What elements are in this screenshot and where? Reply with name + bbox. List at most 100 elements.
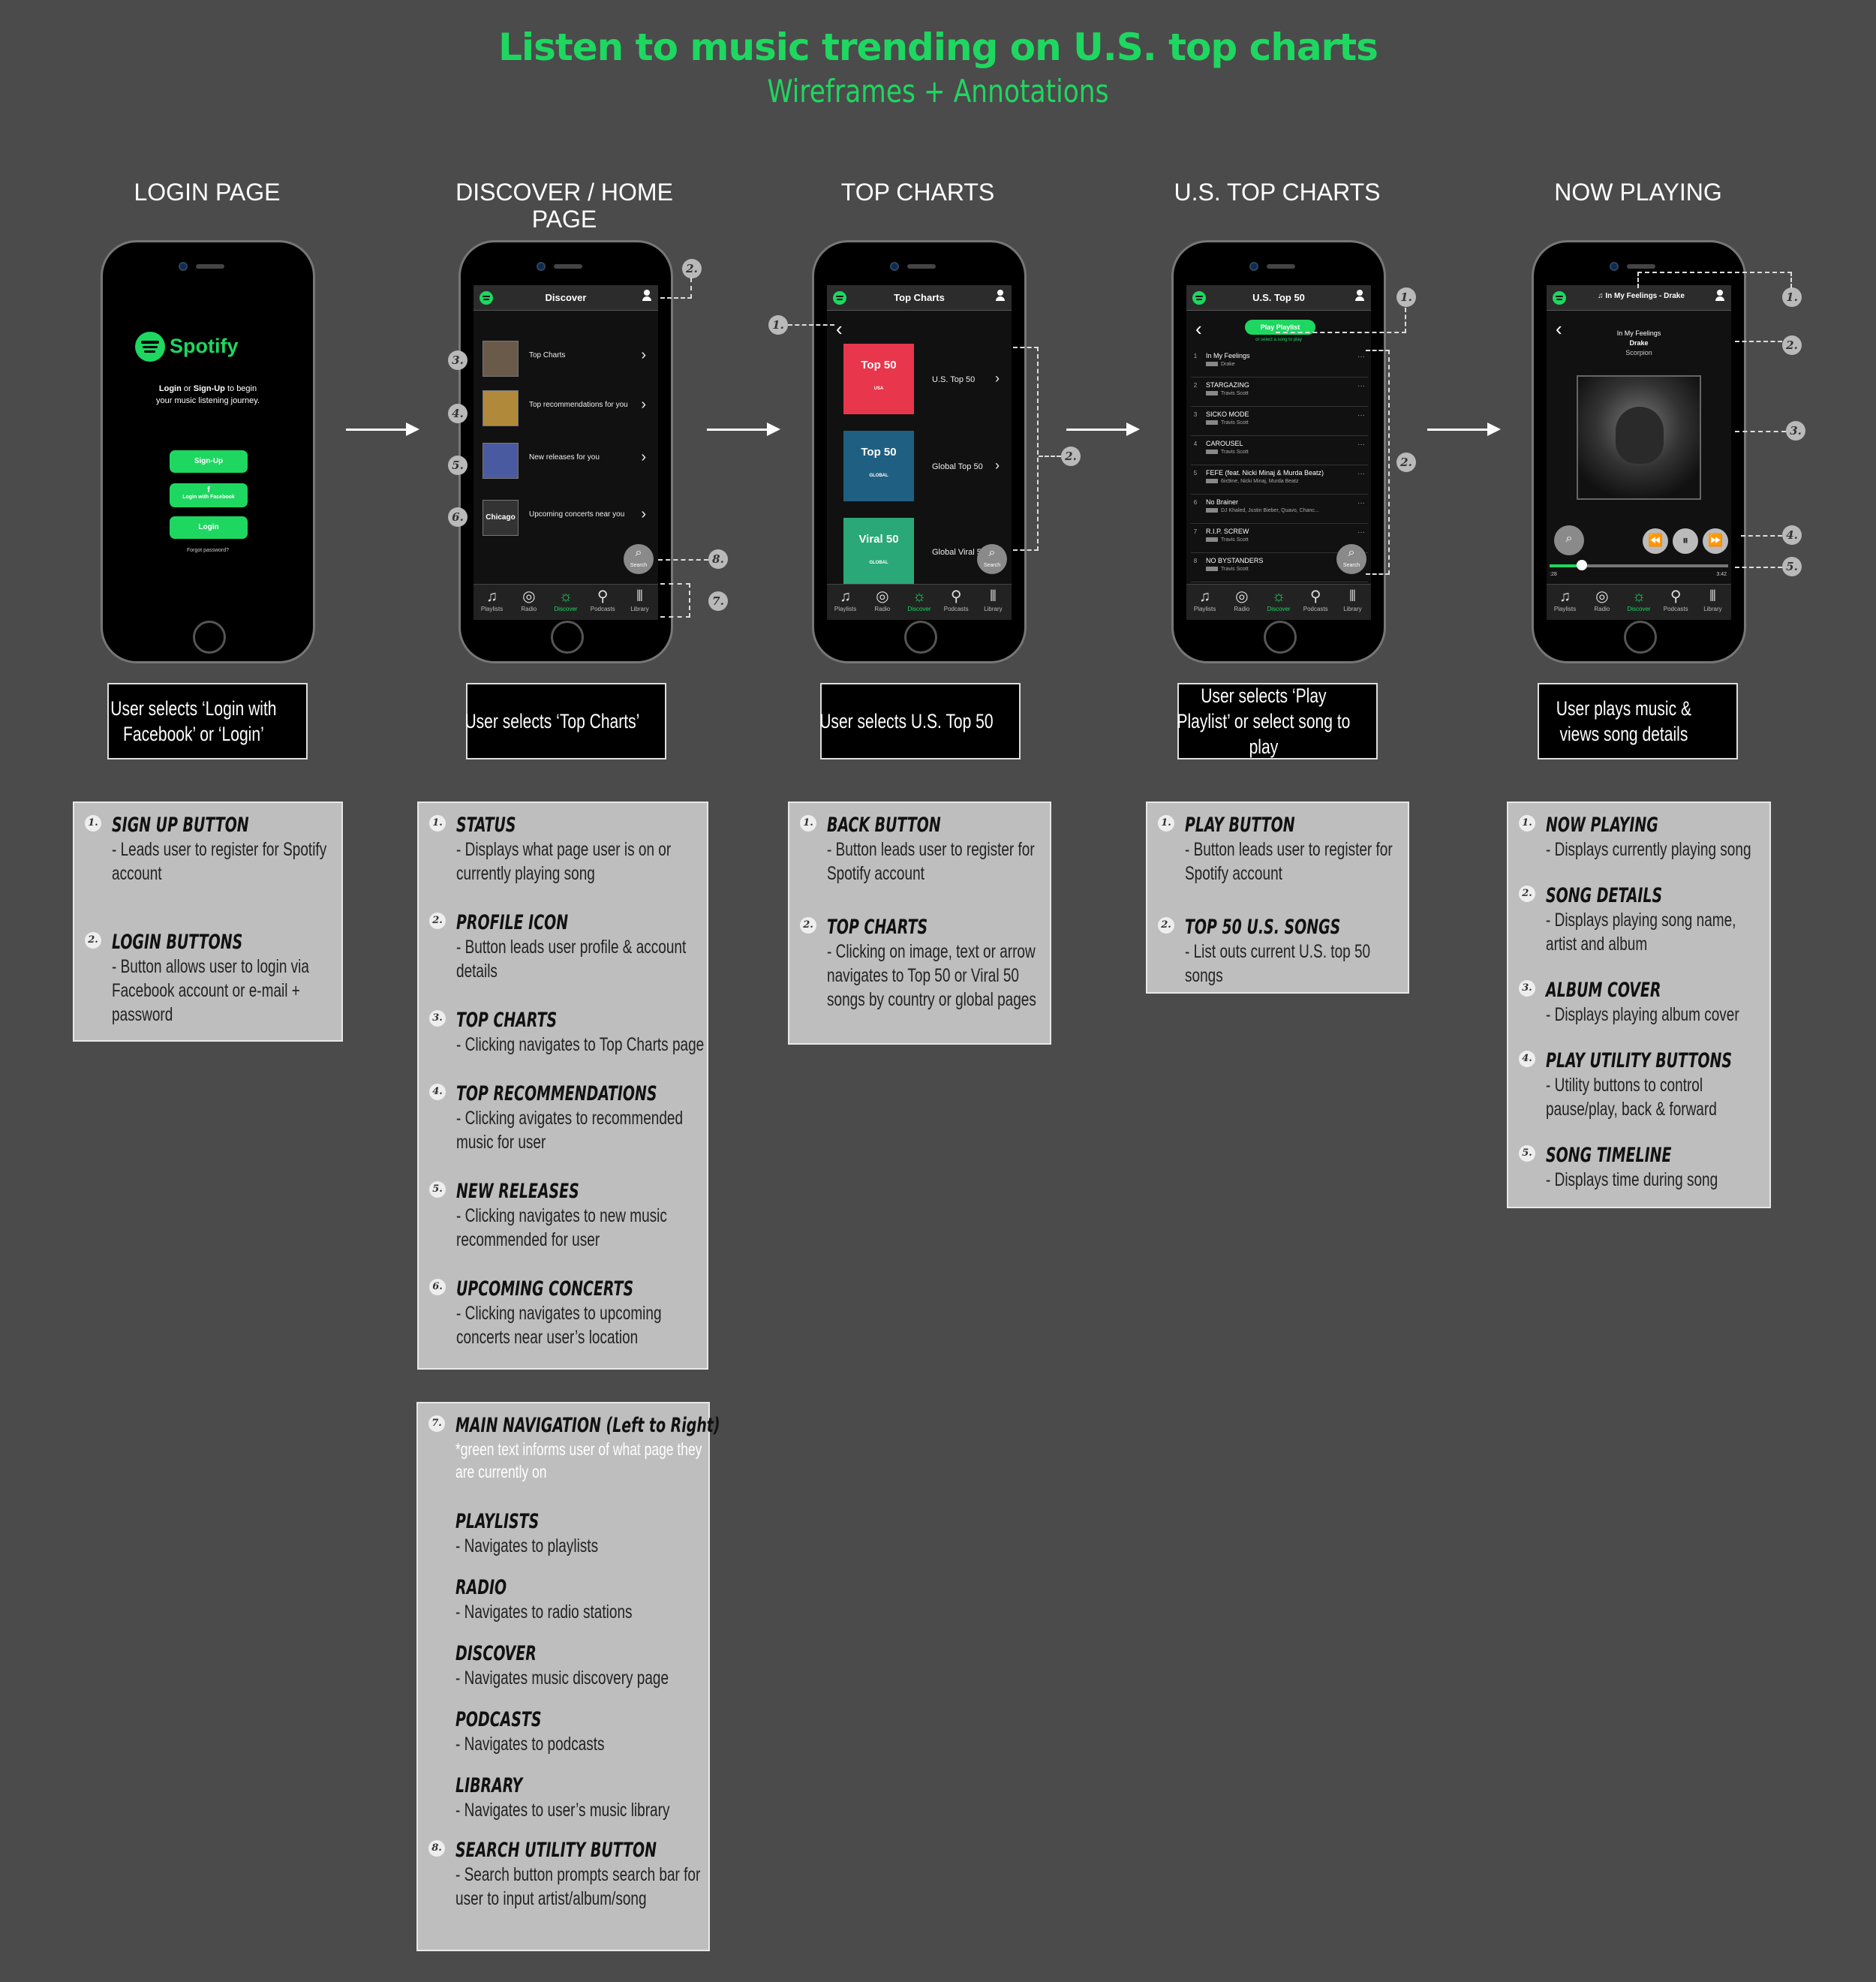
note-heading: SONG TIMELINE: [1546, 1144, 1672, 1167]
back-track-button[interactable]: ⏪: [1643, 528, 1668, 554]
more-options-icon[interactable]: ···: [1357, 441, 1365, 449]
profile-icon[interactable]: [642, 290, 652, 305]
discover-row-concerts[interactable]: Chicago Upcoming concerts near you ›: [483, 495, 649, 537]
more-options-icon[interactable]: ···: [1357, 353, 1365, 361]
nav-podcasts[interactable]: ⚲Podcasts: [1658, 585, 1694, 620]
status-title: Top Charts: [894, 292, 945, 303]
discover-row-new-releases[interactable]: New releases for you ›: [483, 438, 649, 480]
signup-button[interactable]: Sign-Up: [170, 450, 248, 473]
nav-discover[interactable]: ☼Discover: [547, 585, 584, 620]
note-number: 5.: [1519, 1145, 1535, 1162]
nav-radio[interactable]: ◎Radio: [864, 585, 900, 620]
nav-library[interactable]: ⫴Library: [1694, 585, 1731, 620]
song-title: CAROUSEL: [1206, 440, 1243, 447]
nav-radio[interactable]: ◎Radio: [1583, 585, 1620, 620]
nav-playlists[interactable]: ♫Playlists: [1186, 585, 1223, 620]
col-topcharts-heading: TOP CHARTS: [840, 179, 995, 206]
annotation-marker: 2.: [1061, 447, 1081, 466]
spotify-logo-icon: [480, 291, 493, 305]
nav-library[interactable]: ⫴Library: [1334, 585, 1371, 620]
note-number: 2.: [429, 913, 446, 929]
nav-podcasts[interactable]: ⚲Podcasts: [938, 585, 975, 620]
back-button[interactable]: ‹: [1556, 317, 1562, 340]
annotation-leader: [1735, 431, 1786, 432]
album-name: Scorpion: [1625, 349, 1652, 356]
main-navigation: ♫Playlists ◎Radio ☼Discover ⚲Podcasts ⫴L…: [1547, 584, 1731, 620]
search-button[interactable]: ⌕Search: [1336, 544, 1366, 574]
back-button[interactable]: ‹: [836, 317, 843, 340]
main-navigation: ♫Playlists ◎Radio ☼Discover ⚲Podcasts ⫴L…: [474, 584, 658, 620]
search-button[interactable]: ⌕Search: [624, 544, 654, 574]
profile-icon[interactable]: [1715, 290, 1725, 305]
profile-icon[interactable]: [995, 290, 1006, 305]
song-artist: Travis Scott: [1206, 567, 1249, 572]
discover-icon: ☼: [558, 588, 573, 605]
camera: [537, 262, 546, 271]
nav-playlists[interactable]: ♫Playlists: [827, 585, 864, 620]
more-options-icon[interactable]: ···: [1357, 382, 1365, 390]
login-button[interactable]: Login: [170, 516, 248, 539]
forgot-password-link[interactable]: Forgot password?: [186, 548, 230, 553]
nowplaying-screen: ♫ In My Feelings - Drake ‹ In My Feeling…: [1547, 285, 1731, 620]
global-top50-label[interactable]: Global Top 50: [932, 462, 983, 471]
more-options-icon[interactable]: ···: [1357, 528, 1365, 537]
facebook-login-button[interactable]: f Login with Facebook: [170, 483, 248, 507]
nav-radio[interactable]: ◎Radio: [510, 585, 547, 620]
global-viral50-label[interactable]: Global Viral 50: [932, 548, 986, 557]
us-top50-label[interactable]: U.S. Top 50: [932, 375, 976, 384]
nav-library[interactable]: ⫴Library: [975, 585, 1012, 620]
album-cover: [1577, 375, 1701, 500]
radio-icon: ◎: [1235, 588, 1249, 605]
nav-playlists[interactable]: ♫Playlists: [1547, 585, 1583, 620]
phone-ustop: U.S. Top 50 ‹ Play Playlist or select a …: [1171, 240, 1386, 663]
nav-discover[interactable]: ☼Discover: [900, 585, 937, 620]
timeline-scrubber[interactable]: [1576, 560, 1587, 570]
search-button[interactable]: ⌕Search: [977, 544, 1007, 574]
chevron-right-icon[interactable]: ›: [995, 458, 1000, 473]
nav-podcasts[interactable]: ⚲Podcasts: [585, 585, 621, 620]
recommendations-thumbnail: [483, 390, 519, 426]
more-options-icon[interactable]: ···: [1357, 470, 1365, 478]
nav-discover[interactable]: ☼Discover: [1260, 585, 1297, 620]
flow-arrow: [346, 420, 419, 438]
discover-row-recommendations[interactable]: Top recommendations for you ›: [483, 386, 649, 428]
search-button[interactable]: ⌕: [1554, 525, 1584, 555]
phone-nowplaying: ♫ In My Feelings - Drake ‹ In My Feeling…: [1532, 240, 1746, 663]
chevron-right-icon[interactable]: ›: [995, 371, 1000, 386]
song-timeline[interactable]: [1550, 560, 1728, 570]
profile-icon[interactable]: [1354, 290, 1365, 305]
ustop-screen: U.S. Top 50 ‹ Play Playlist or select a …: [1186, 285, 1371, 620]
home-button: [904, 621, 937, 654]
row-label: Upcoming concerts near you: [529, 510, 625, 519]
forward-track-button[interactable]: ⏩: [1703, 528, 1728, 554]
note-description: - Navigates to radio stations: [455, 1602, 633, 1623]
annotation-leader: [660, 583, 690, 618]
more-options-icon[interactable]: ···: [1357, 499, 1365, 507]
discover-row-top-charts[interactable]: Top Charts ›: [483, 336, 649, 378]
annotation-marker: 2.: [1782, 335, 1802, 355]
song-artist: Drake: [1206, 362, 1235, 367]
note-item: 1.BACK BUTTON- Button leads user to regi…: [789, 814, 1050, 886]
nav-discover[interactable]: ☼Discover: [1620, 585, 1657, 620]
more-options-icon[interactable]: ···: [1357, 411, 1365, 420]
nav-podcasts[interactable]: ⚲Podcasts: [1297, 585, 1334, 620]
nav-playlists[interactable]: ♫Playlists: [474, 585, 510, 620]
home-button: [193, 621, 226, 654]
nav-library[interactable]: ⫴Library: [621, 585, 658, 620]
nav-radio[interactable]: ◎Radio: [1223, 585, 1260, 620]
back-button[interactable]: ‹: [1195, 317, 1202, 340]
play-playlist-button[interactable]: Play Playlist: [1245, 320, 1315, 335]
pause-button[interactable]: ⏸: [1673, 528, 1698, 554]
speaker: [196, 264, 224, 269]
